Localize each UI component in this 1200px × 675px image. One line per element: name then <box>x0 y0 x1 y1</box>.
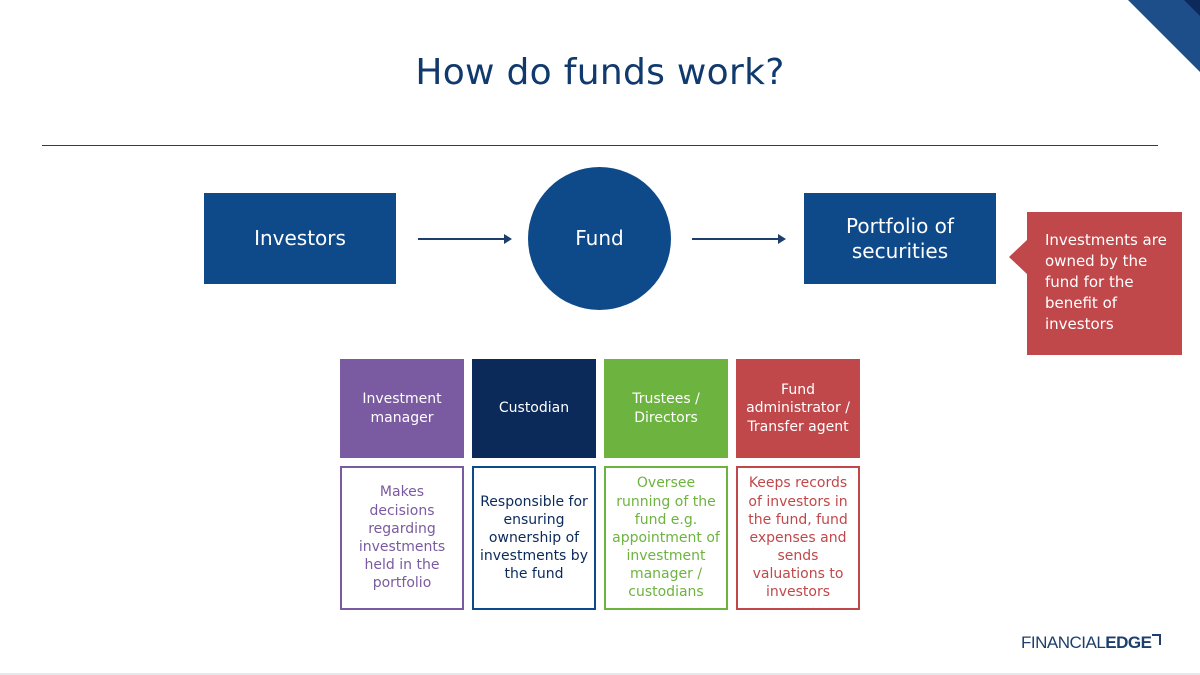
role-investment-manager: Investment manager <box>340 359 464 458</box>
fund-circle: Fund <box>528 167 671 310</box>
page-title: How do funds work? <box>415 52 785 93</box>
corner-decoration-icon <box>1128 0 1200 72</box>
bottom-border <box>0 673 1200 675</box>
ownership-callout: Investments are owned by the fund for th… <box>1027 212 1182 355</box>
arrow-right-icon <box>418 234 512 244</box>
description-investment-manager: Makes decisions regarding investments he… <box>340 466 464 610</box>
logo-text-financial: FINANCIAL <box>1021 633 1106 652</box>
logo-mark-icon <box>1152 634 1162 645</box>
role-trustees-directors: Trustees / Directors <box>604 359 728 458</box>
description-trustees-directors: Oversee running of the fund e.g. appoint… <box>604 466 728 610</box>
callout-pointer <box>1009 239 1028 275</box>
investors-box: Investors <box>204 193 396 284</box>
portfolio-box: Portfolio of securities <box>804 193 996 284</box>
financial-edge-logo: FINANCIALEDGE <box>1021 633 1162 653</box>
arrow-right-icon <box>692 234 786 244</box>
description-custodian: Responsible for ensuring ownership of in… <box>472 466 596 610</box>
role-custodian: Custodian <box>472 359 596 458</box>
description-fund-administrator: Keeps records of investors in the fund, … <box>736 466 860 610</box>
divider <box>42 145 1158 146</box>
logo-text-edge: EDGE <box>1105 633 1152 652</box>
role-fund-administrator: Fund administrator / Transfer agent <box>736 359 860 458</box>
